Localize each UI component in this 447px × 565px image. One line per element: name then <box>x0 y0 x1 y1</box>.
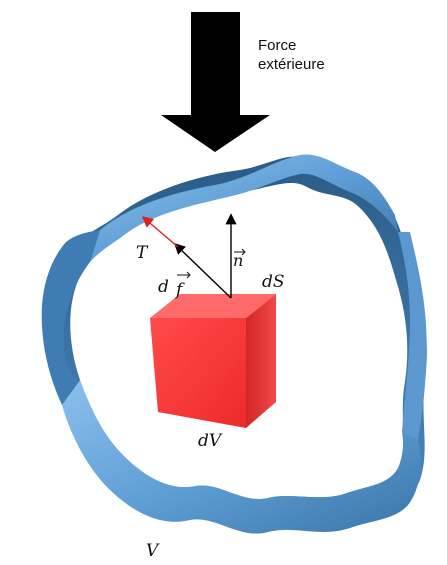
surface-element-label: dS <box>262 272 285 292</box>
external-force-label: Force extérieure <box>258 36 325 74</box>
force-element-label: d f <box>158 271 191 300</box>
cube-front-face <box>150 318 246 428</box>
shell-bottom-lip <box>62 380 421 534</box>
cube-top-face <box>150 294 276 318</box>
shell-right-side <box>398 232 427 440</box>
volume-element-cube <box>150 294 276 428</box>
external-force-label-line1: Force <box>258 37 297 54</box>
cube-side-face <box>246 294 276 428</box>
svg-text:d: d <box>158 277 169 297</box>
volume-element-label: dV <box>198 431 223 451</box>
normal-label: n <box>233 248 246 270</box>
svg-text:n: n <box>233 251 243 270</box>
traction-vector-arrow <box>141 216 179 248</box>
shell-top-lip <box>90 154 398 262</box>
traction-label: T <box>136 243 149 263</box>
external-force-label-line2: extérieure <box>258 56 325 73</box>
volume-label: V <box>146 541 160 561</box>
shell-left-side <box>41 230 100 405</box>
surface-force-arrow <box>173 243 232 299</box>
external-force-arrow <box>161 12 270 152</box>
svg-text:f: f <box>174 280 185 300</box>
